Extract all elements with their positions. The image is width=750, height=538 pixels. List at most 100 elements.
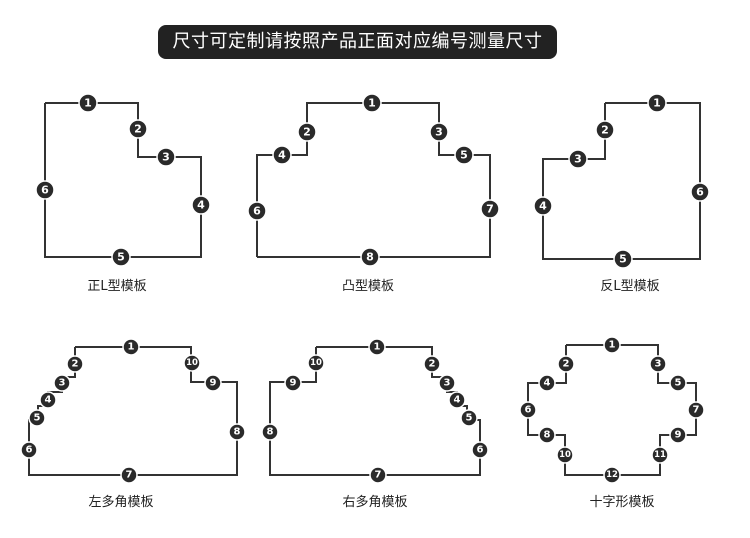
badge: 12: [603, 466, 621, 484]
svg-text:3: 3: [59, 378, 66, 389]
badge: 9: [669, 426, 687, 444]
svg-text:3: 3: [435, 126, 443, 139]
badge: 1: [78, 93, 98, 113]
svg-text:7: 7: [693, 405, 700, 416]
svg-text:3: 3: [655, 359, 662, 370]
svg-text:6: 6: [26, 445, 33, 456]
shape-caption: 十字形模板: [589, 495, 654, 510]
svg-text:9: 9: [210, 378, 217, 389]
svg-text:5: 5: [117, 251, 125, 264]
badge: 5: [669, 374, 687, 392]
svg-text:6: 6: [525, 405, 532, 416]
svg-text:5: 5: [466, 413, 473, 424]
shape-left-polygon: 1 2 3 4 5 6 7 8 9 10 左多角模板: [20, 338, 246, 510]
svg-text:7: 7: [126, 470, 133, 481]
badge: 7: [369, 466, 387, 484]
svg-text:4: 4: [197, 199, 205, 212]
svg-text:4: 4: [539, 200, 547, 213]
svg-text:7: 7: [375, 470, 382, 481]
badge: 5: [111, 247, 131, 267]
svg-text:2: 2: [563, 359, 570, 370]
shape-caption: 反L型模板: [600, 279, 659, 294]
svg-text:4: 4: [45, 395, 52, 406]
svg-text:8: 8: [544, 430, 551, 441]
badge: 5: [454, 145, 474, 165]
badge: 8: [360, 247, 380, 267]
badge: 3: [568, 149, 588, 169]
badge: 3: [53, 374, 71, 392]
badge: 4: [39, 391, 57, 409]
badge: 8: [261, 423, 279, 441]
badge: 6: [471, 441, 489, 459]
svg-text:4: 4: [278, 149, 286, 162]
badge: 7: [480, 199, 500, 219]
svg-text:11: 11: [654, 450, 666, 460]
badge: 8: [538, 426, 556, 444]
svg-text:9: 9: [290, 378, 297, 389]
badge: 10: [556, 446, 574, 464]
svg-text:5: 5: [34, 413, 41, 424]
svg-text:10: 10: [186, 358, 198, 368]
svg-text:3: 3: [574, 153, 582, 166]
svg-text:8: 8: [234, 427, 241, 438]
svg-text:5: 5: [460, 149, 468, 162]
svg-text:5: 5: [619, 253, 627, 266]
svg-text:2: 2: [72, 359, 79, 370]
svg-text:4: 4: [454, 395, 461, 406]
svg-text:9: 9: [675, 430, 682, 441]
shape-caption: 正L型模板: [87, 279, 146, 294]
svg-text:1: 1: [368, 97, 376, 110]
shape-cross-outline: [527, 344, 697, 476]
badge: 4: [272, 145, 292, 165]
svg-text:1: 1: [653, 97, 661, 110]
shape-convex: 1 2 3 4 5 6 7 8 凸型模板: [247, 93, 500, 294]
badge: 4: [448, 391, 466, 409]
badge: 3: [429, 122, 449, 142]
svg-text:6: 6: [696, 186, 704, 199]
badge: 1: [122, 338, 140, 356]
badge: 2: [557, 355, 575, 373]
svg-text:3: 3: [444, 378, 451, 389]
badge: 5: [460, 409, 478, 427]
badge: 2: [297, 122, 317, 142]
shape-reverse-l: 1 2 3 4 5 6 反L型模板: [533, 93, 710, 294]
svg-text:1: 1: [128, 342, 135, 353]
badge: 11: [651, 446, 669, 464]
svg-text:6: 6: [41, 184, 49, 197]
badge: 1: [362, 93, 382, 113]
shape-convex-outline: [256, 102, 491, 258]
svg-text:2: 2: [134, 123, 142, 136]
svg-text:5: 5: [675, 378, 682, 389]
shape-right-polygon: 1 2 3 4 5 6 7 8 9 10 右多角模板: [261, 338, 489, 510]
badge: 2: [423, 355, 441, 373]
badge: 6: [519, 401, 537, 419]
svg-text:8: 8: [267, 427, 274, 438]
svg-text:6: 6: [253, 205, 261, 218]
shape-caption: 凸型模板: [342, 279, 394, 294]
shape-caption: 左多角模板: [88, 494, 153, 510]
badge: 6: [35, 180, 55, 200]
svg-text:8: 8: [366, 251, 374, 264]
svg-text:10: 10: [310, 358, 322, 368]
svg-text:2: 2: [303, 126, 311, 139]
badge: 8: [228, 423, 246, 441]
badge: 9: [204, 374, 222, 392]
badge: 10: [307, 354, 325, 372]
svg-text:12: 12: [606, 470, 618, 480]
shape-reverse-l-outline: [542, 102, 701, 260]
svg-text:2: 2: [429, 359, 436, 370]
badge: 2: [595, 120, 615, 140]
badge: 9: [284, 374, 302, 392]
badge: 6: [690, 182, 710, 202]
badge: 3: [649, 355, 667, 373]
shape-caption: 右多角模板: [342, 494, 407, 510]
shape-cross: 1 2 3 4 5 6 7 8 9 10 11 12 十字形模板: [519, 336, 705, 510]
badge: 7: [687, 401, 705, 419]
svg-text:10: 10: [559, 450, 571, 460]
badge: 4: [538, 374, 556, 392]
badge: 1: [603, 336, 621, 354]
svg-text:1: 1: [374, 342, 381, 353]
svg-text:1: 1: [84, 97, 92, 110]
svg-text:7: 7: [486, 203, 494, 216]
badge: 6: [247, 201, 267, 221]
